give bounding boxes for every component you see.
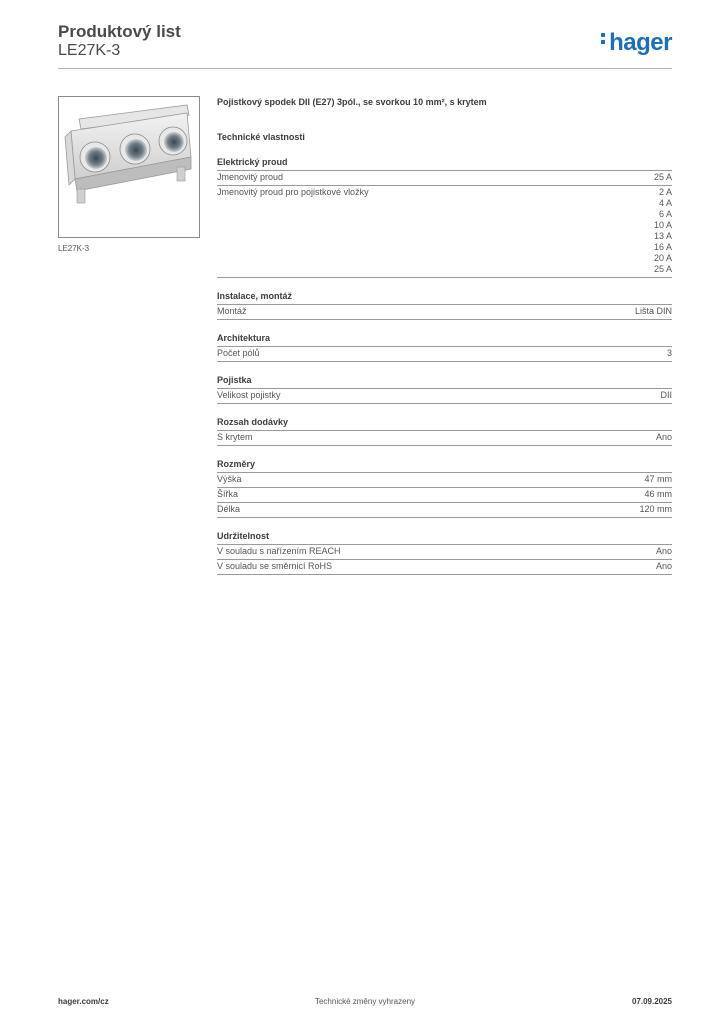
spec-label: Počet pólů: [217, 348, 260, 358]
spec-row: S krytem Ano: [217, 431, 672, 446]
spec-value: 6 A: [658, 209, 672, 219]
spec-values: 46 mm: [644, 489, 672, 500]
spec-row: Jmenovitý proud pro pojistkové vložky 2 A…: [217, 186, 672, 278]
spec-row: Velikost pojistky DII: [217, 389, 672, 404]
page-title: Produktový list: [58, 22, 181, 41]
spec-label: V souladu s nařízením REACH: [217, 546, 341, 556]
spec-row: V souladu se směrnicí RoHS Ano: [217, 560, 672, 575]
spec-value: 2 A: [658, 187, 672, 197]
product-description: Pojistkový spodek DII (E27) 3pól., se sv…: [217, 97, 487, 107]
spec-value: 3: [666, 348, 672, 358]
spec-row: Délka 120 mm: [217, 503, 672, 518]
spec-label: V souladu se směrnicí RoHS: [217, 561, 333, 571]
spec-value: 4 A: [658, 198, 672, 208]
spec-label: Velikost pojistky: [217, 390, 281, 400]
spec-value: 20 A: [653, 253, 672, 263]
footer-website[interactable]: hager.com/cz: [58, 997, 109, 1006]
spec-label: Výška: [217, 474, 242, 484]
spec-label: Jmenovitý proud pro pojistkové vložky: [217, 187, 369, 197]
spec-label: Šířka: [217, 489, 239, 499]
spec-values: Ano: [656, 561, 672, 572]
spec-values: Lišta DIN: [635, 306, 672, 317]
spec-row: Šířka 46 mm: [217, 488, 672, 503]
fuse-base-illustration: [64, 104, 192, 204]
tech-properties-title: Technické vlastnosti: [217, 132, 305, 142]
hager-logo: hager: [601, 30, 672, 56]
spec-label: S krytem: [217, 432, 253, 442]
spec-section-title: Udržitelnost: [217, 530, 672, 545]
spec-value: 10 A: [653, 220, 672, 230]
spec-value: Ano: [655, 561, 672, 571]
product-image: [58, 96, 200, 238]
spec-section-title: Rozměry: [217, 458, 672, 473]
spec-values: Ano: [656, 546, 672, 557]
spec-value: 16 A: [653, 242, 672, 252]
spec-values: 25 A: [654, 172, 672, 183]
footer-note: Technické změny vyhrazeny: [314, 997, 416, 1006]
spec-section-title: Rozsah dodávky: [217, 416, 672, 431]
spec-values: 3: [667, 348, 672, 359]
spec-value: 120 mm: [639, 504, 672, 514]
spec-label: Délka: [217, 504, 241, 514]
spec-row: Jmenovitý proud 25 A: [217, 171, 672, 186]
spec-value: 13 A: [653, 231, 672, 241]
image-caption: LE27K-3: [58, 244, 90, 253]
spec-value: Lišta DIN: [634, 306, 672, 316]
page-header: Produktový list LE27K-3 hager: [58, 20, 672, 69]
spec-row: Počet pólů 3: [217, 347, 672, 362]
logo-dots-icon: [601, 30, 607, 47]
product-details: Pojistkový spodek DII (E27) 3pól., se sv…: [217, 96, 672, 587]
spec-section-title: Instalace, montáž: [217, 290, 672, 305]
spec-value: 47 mm: [644, 474, 672, 484]
product-code: LE27K-3: [58, 42, 121, 59]
spec-value: 46 mm: [644, 489, 672, 499]
spec-section-title: Pojistka: [217, 374, 672, 389]
spec-value: 25 A: [653, 264, 672, 274]
spec-section-title: Architektura: [217, 332, 672, 347]
spec-label: Jmenovitý proud: [217, 172, 284, 182]
spec-value: Ano: [655, 432, 672, 442]
spec-row: Montáž Lišta DIN: [217, 305, 672, 320]
spec-values: 47 mm: [644, 474, 672, 485]
spec-values: DII: [660, 390, 672, 401]
spec-value: 25 A: [653, 172, 672, 182]
spec-values: 120 mm: [639, 504, 672, 515]
spec-values: Ano: [656, 432, 672, 443]
spec-row: Výška 47 mm: [217, 473, 672, 488]
spec-section-title: Elektrický proud: [217, 156, 672, 171]
logo-text: hager: [609, 29, 672, 56]
spec-value: DII: [660, 390, 672, 400]
spec-value: Ano: [655, 546, 672, 556]
spec-row: V souladu s nařízením REACH Ano: [217, 545, 672, 560]
spec-label: Montáž: [217, 306, 247, 316]
footer-date: 07.09.2025: [631, 997, 672, 1006]
